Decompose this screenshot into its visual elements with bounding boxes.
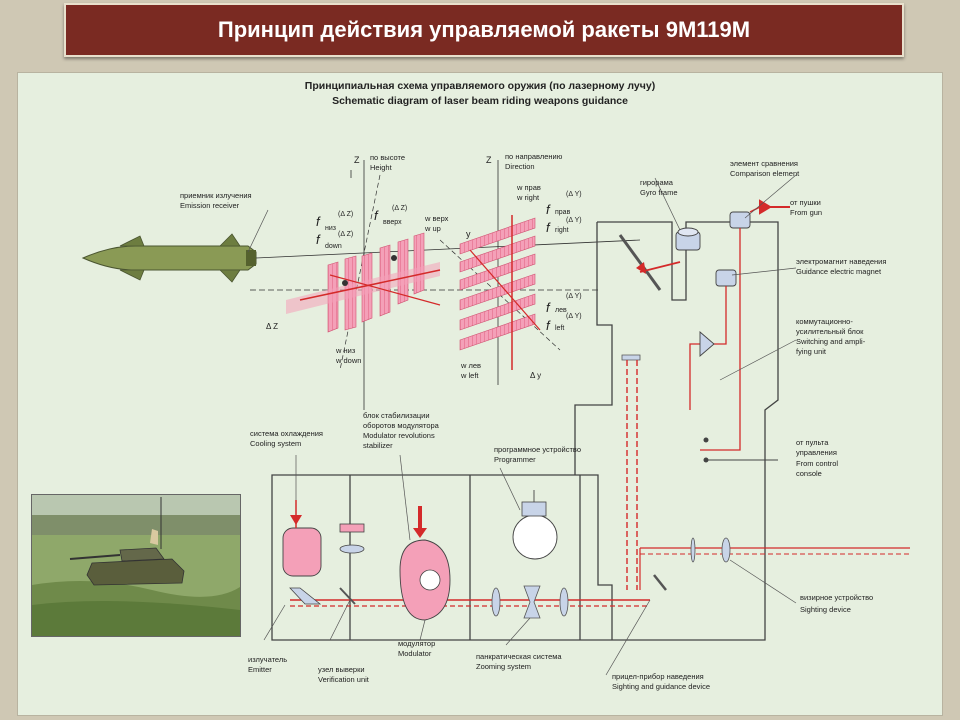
label-axis-y: y bbox=[466, 229, 471, 239]
device-housing bbox=[271, 221, 779, 641]
label-f-left-en: f bbox=[546, 318, 551, 333]
label-sub-down-en: down bbox=[325, 243, 342, 250]
diagram-heading-ru: Принципиальная схема управляемого оружия… bbox=[304, 80, 656, 92]
label-switching-en1: Switching and ampli- bbox=[796, 337, 866, 346]
label-axis-z-1: Z bbox=[354, 155, 360, 165]
missile bbox=[81, 233, 257, 283]
optical-path bbox=[290, 234, 910, 607]
label-sighting-ru: визирное устройство bbox=[800, 593, 873, 602]
label-switching-en2: fying unit bbox=[796, 347, 827, 356]
label-dz-2: (Δ Z) bbox=[338, 231, 353, 238]
label-dz-axis: Δ Z bbox=[266, 322, 278, 331]
label-cooling-ru: система охлаждения bbox=[250, 429, 323, 438]
label-console-en2: console bbox=[796, 469, 822, 478]
label-comparison-en: Comparison element bbox=[730, 169, 800, 178]
label-height-ru: по высоте bbox=[370, 153, 405, 162]
label-console-ru1: от пульта bbox=[796, 438, 829, 447]
slide-title-bar: Принцип действия управляемой ракеты 9М11… bbox=[64, 3, 904, 57]
label-switching-ru2: усилительный блок bbox=[796, 327, 864, 336]
label-dy-3: (Δ Y) bbox=[566, 293, 582, 300]
label-f-down: f bbox=[316, 232, 321, 247]
direction-raster bbox=[439, 160, 561, 385]
label-dy-1: (Δ Y) bbox=[566, 191, 582, 198]
label-magnet-en: Guidance electric magnet bbox=[796, 267, 882, 276]
label-w-left-ru: w лев bbox=[460, 361, 481, 370]
slide-title: Принцип действия управляемой ракеты 9М11… bbox=[217, 17, 751, 42]
label-verification-en: Verification unit bbox=[318, 675, 370, 684]
label-emitter-en: Emitter bbox=[248, 665, 272, 674]
label-emission-receiver-ru: приемник излучения bbox=[180, 191, 252, 200]
label-f-right-ru: f bbox=[546, 202, 551, 217]
label-sgd-ru: прицел-прибор наведения bbox=[612, 672, 704, 681]
label-w-up-ru: w верх bbox=[424, 214, 449, 223]
label-f-up: f bbox=[374, 208, 379, 223]
label-comparison-ru: элемент сравнения bbox=[730, 159, 798, 168]
label-modulator-ru: модулятор bbox=[398, 639, 435, 648]
label-dz-3: (Δ Z) bbox=[392, 205, 407, 212]
label-f-right-en: f bbox=[546, 220, 551, 235]
height-raster bbox=[286, 160, 441, 410]
label-w-left-en: w left bbox=[460, 371, 479, 380]
label-emission-receiver-en: Emission receiver bbox=[180, 201, 240, 210]
label-sgd-en: Sighting and guidance device bbox=[612, 682, 710, 691]
label-console-en1: From control bbox=[796, 459, 838, 468]
label-w-right-en: w right bbox=[516, 193, 540, 202]
label-axis-z-2: Z bbox=[486, 155, 492, 165]
label-dy-2: (Δ Y) bbox=[566, 217, 582, 224]
label-from-gun-en: From gun bbox=[790, 208, 822, 217]
label-from-gun-ru: от пушки bbox=[790, 198, 821, 207]
label-direction-ru: по направлению bbox=[505, 152, 563, 161]
label-sub-low-ru: низ bbox=[325, 225, 336, 232]
label-sighting-en: Sighting device bbox=[800, 605, 851, 614]
diagram-heading-en: Schematic diagram of laser beam riding w… bbox=[332, 95, 628, 107]
tank-photo bbox=[31, 494, 241, 637]
label-stabilizer-en2: stabilizer bbox=[363, 441, 393, 450]
label-dy-4: (Δ Y) bbox=[566, 313, 582, 320]
label-programmer-en: Programmer bbox=[494, 455, 536, 464]
label-w-right-ru: w прав bbox=[516, 183, 541, 192]
label-dy-axis: Δ y bbox=[530, 371, 541, 380]
label-cooling-en: Cooling system bbox=[250, 439, 301, 448]
label-emitter-ru: излучатель bbox=[248, 655, 287, 664]
label-switching-ru1: коммутационно- bbox=[796, 317, 853, 326]
label-f-left-ru: f bbox=[546, 300, 551, 315]
label-sub-right-ru: прав bbox=[555, 209, 571, 216]
label-programmer-ru: программное устройство bbox=[494, 445, 581, 454]
label-sub-left-ru: лев bbox=[555, 307, 567, 314]
label-zooming-ru: панкратическая система bbox=[476, 652, 562, 661]
label-zooming-en: Zooming system bbox=[476, 662, 531, 671]
label-w-down-ru: w низ bbox=[335, 346, 356, 355]
label-w-up-en: w up bbox=[424, 224, 441, 233]
label-height-en: Height bbox=[370, 163, 393, 172]
label-stabilizer-ru1: блок стабилизации bbox=[363, 411, 430, 420]
label-w-down-en: w down bbox=[335, 356, 361, 365]
label-sub-right-en: right bbox=[555, 227, 569, 234]
label-sub-up-ru: вверх bbox=[383, 219, 402, 226]
label-stabilizer-en1: Modulator revolutions bbox=[363, 431, 435, 440]
label-sub-left-en: left bbox=[555, 325, 564, 332]
label-direction-en: Direction bbox=[505, 162, 535, 171]
diagram-panel: Принципиальная схема управляемого оружия… bbox=[17, 72, 943, 716]
label-dz-1: (Δ Z) bbox=[338, 211, 353, 218]
label-stabilizer-ru2: оборотов модулятора bbox=[363, 421, 440, 430]
label-verification-ru: узел выверки bbox=[318, 665, 365, 674]
beam-axis-line bbox=[255, 239, 641, 259]
label-modulator-en: Modulator bbox=[398, 649, 432, 658]
lower-components bbox=[282, 490, 569, 621]
gyro-assembly bbox=[675, 199, 790, 463]
leader-lines bbox=[247, 174, 797, 676]
label-f-low: f bbox=[316, 214, 321, 229]
label-console-ru2: управления bbox=[796, 448, 837, 457]
label-gyro-ru: гирорама bbox=[640, 178, 674, 187]
label-gyro-en: Gyro frame bbox=[640, 188, 678, 197]
label-magnet-ru: электромагнит наведения bbox=[796, 257, 886, 266]
